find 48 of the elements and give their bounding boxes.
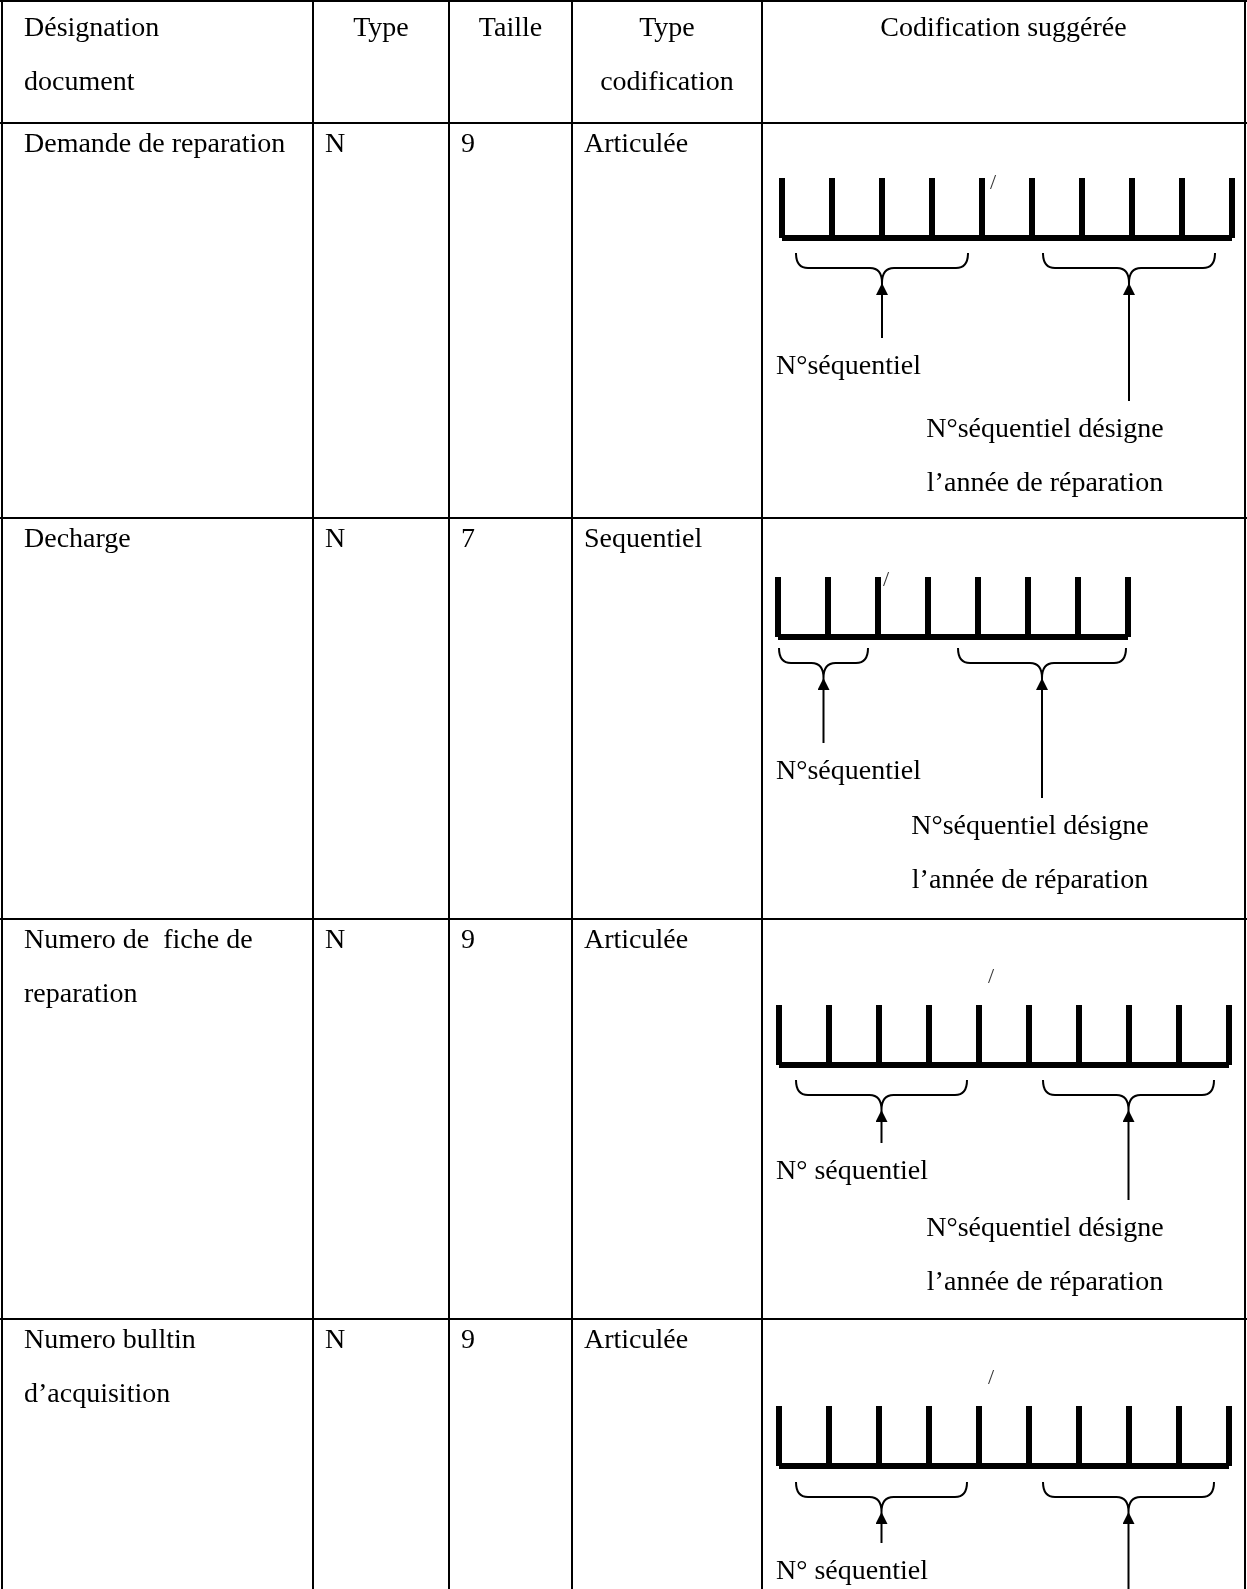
- curly-brace: [795, 253, 969, 283]
- curly-brace: [1042, 1482, 1215, 1512]
- size-value: 9: [461, 922, 475, 956]
- annotation-text: N°séquentiel désigne l’année de réparation: [885, 798, 1175, 906]
- document-name: Numero de fiche de reparation: [24, 922, 254, 1010]
- column-header: Taille: [477, 10, 544, 44]
- column-header: Type codification: [599, 10, 735, 98]
- leader-line: [875, 1109, 888, 1144]
- type-value: N: [325, 126, 346, 160]
- leader-line: [817, 677, 830, 744]
- curly-brace: [1042, 1080, 1215, 1110]
- separator-slash: /: [988, 1363, 995, 1391]
- curly-brace: [778, 648, 869, 678]
- size-value: 9: [461, 126, 475, 160]
- document-name: Demande de reparation: [24, 126, 286, 160]
- document-name: Numero bulltin d’acquisition: [24, 1322, 197, 1410]
- type-value: N: [325, 1322, 346, 1356]
- annotation-text: N° séquentiel: [776, 1143, 928, 1197]
- annotation-text: N°séquentiel désigne l’année de réparation: [900, 1200, 1190, 1308]
- coding-type: Sequentiel: [584, 521, 703, 555]
- separator-slash: /: [883, 565, 890, 593]
- annotation-text: N°séquentiel désigne l’année de réparation: [900, 401, 1190, 509]
- type-value: N: [325, 922, 346, 956]
- curly-brace: [957, 648, 1127, 678]
- annotation-text: N°séquentiel: [776, 743, 921, 797]
- annotation-text: N° séquentiel: [776, 1543, 928, 1589]
- separator-slash: /: [990, 168, 997, 196]
- leader-line: [1122, 1511, 1135, 1589]
- column-header: Type: [352, 10, 410, 44]
- column-header: Codification suggérée: [879, 10, 1128, 44]
- coding-type: Articulée: [584, 922, 689, 956]
- annotation-text: N°séquentiel: [776, 338, 921, 392]
- size-value: 7: [461, 521, 475, 555]
- size-value: 9: [461, 1322, 475, 1356]
- leader-line: [875, 1511, 888, 1544]
- leader-line: [1123, 282, 1135, 402]
- leader-line: [876, 282, 888, 339]
- separator-slash: /: [988, 962, 995, 990]
- type-value: N: [325, 521, 346, 555]
- coding-type: Articulée: [584, 1322, 689, 1356]
- leader-line: [1036, 677, 1048, 799]
- document-name: Decharge: [24, 521, 132, 555]
- curly-brace: [795, 1080, 968, 1110]
- curly-brace: [1042, 253, 1216, 283]
- curly-brace: [795, 1482, 968, 1512]
- column-header: Désignation document: [24, 10, 161, 98]
- leader-line: [1122, 1109, 1135, 1201]
- coding-type: Articulée: [584, 126, 689, 160]
